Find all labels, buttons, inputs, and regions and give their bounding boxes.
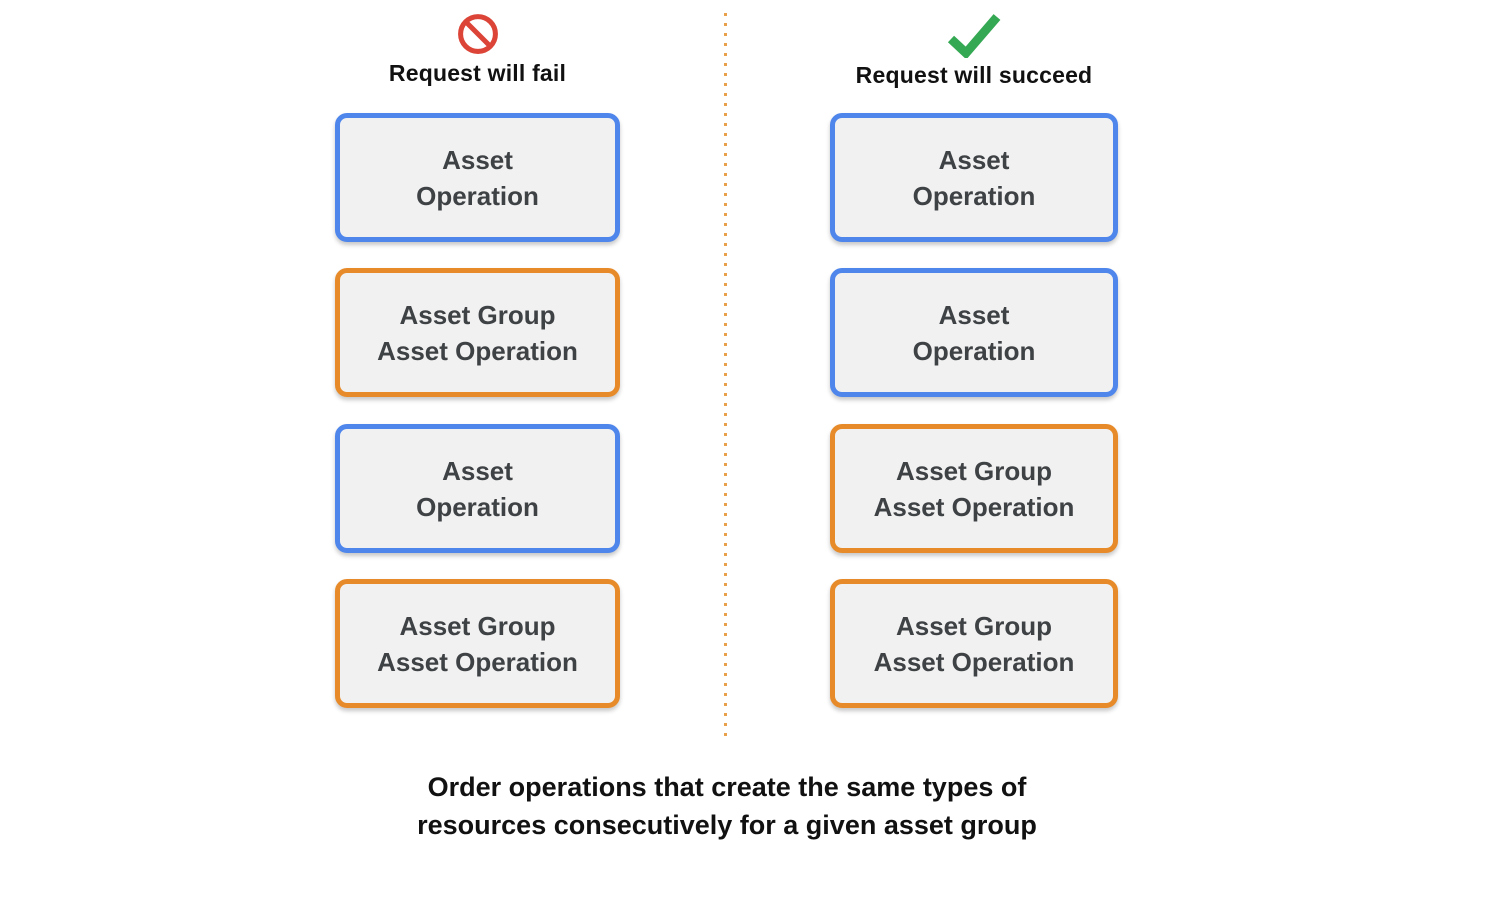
succeed-box-asset-group-asset-operation-1: Asset Group Asset Operation [830,424,1118,553]
succeed-column-header: Request will succeed [830,12,1118,89]
succeed-column-title: Request will succeed [855,62,1093,88]
fail-box-asset-group-asset-operation-1: Asset Group Asset Operation [335,268,620,397]
succeed-box-asset-operation-2: Asset Operation [830,268,1118,397]
fail-box-asset-operation-2: Asset Operation [335,424,620,553]
fail-box-asset-group-asset-operation-2: Asset Group Asset Operation [335,579,620,708]
dotted-divider [724,13,727,738]
fail-column-header: Request will fail [335,12,620,87]
fail-column-title: Request will fail [388,60,567,86]
prohibited-icon [457,14,498,54]
succeed-box-asset-operation-1: Asset Operation [830,113,1118,242]
succeed-box-asset-group-asset-operation-2: Asset Group Asset Operation [830,579,1118,708]
diagram-caption: Order operations that create the same ty… [417,772,1037,840]
check-icon [947,14,1001,58]
fail-box-asset-operation-1: Asset Operation [335,113,620,242]
